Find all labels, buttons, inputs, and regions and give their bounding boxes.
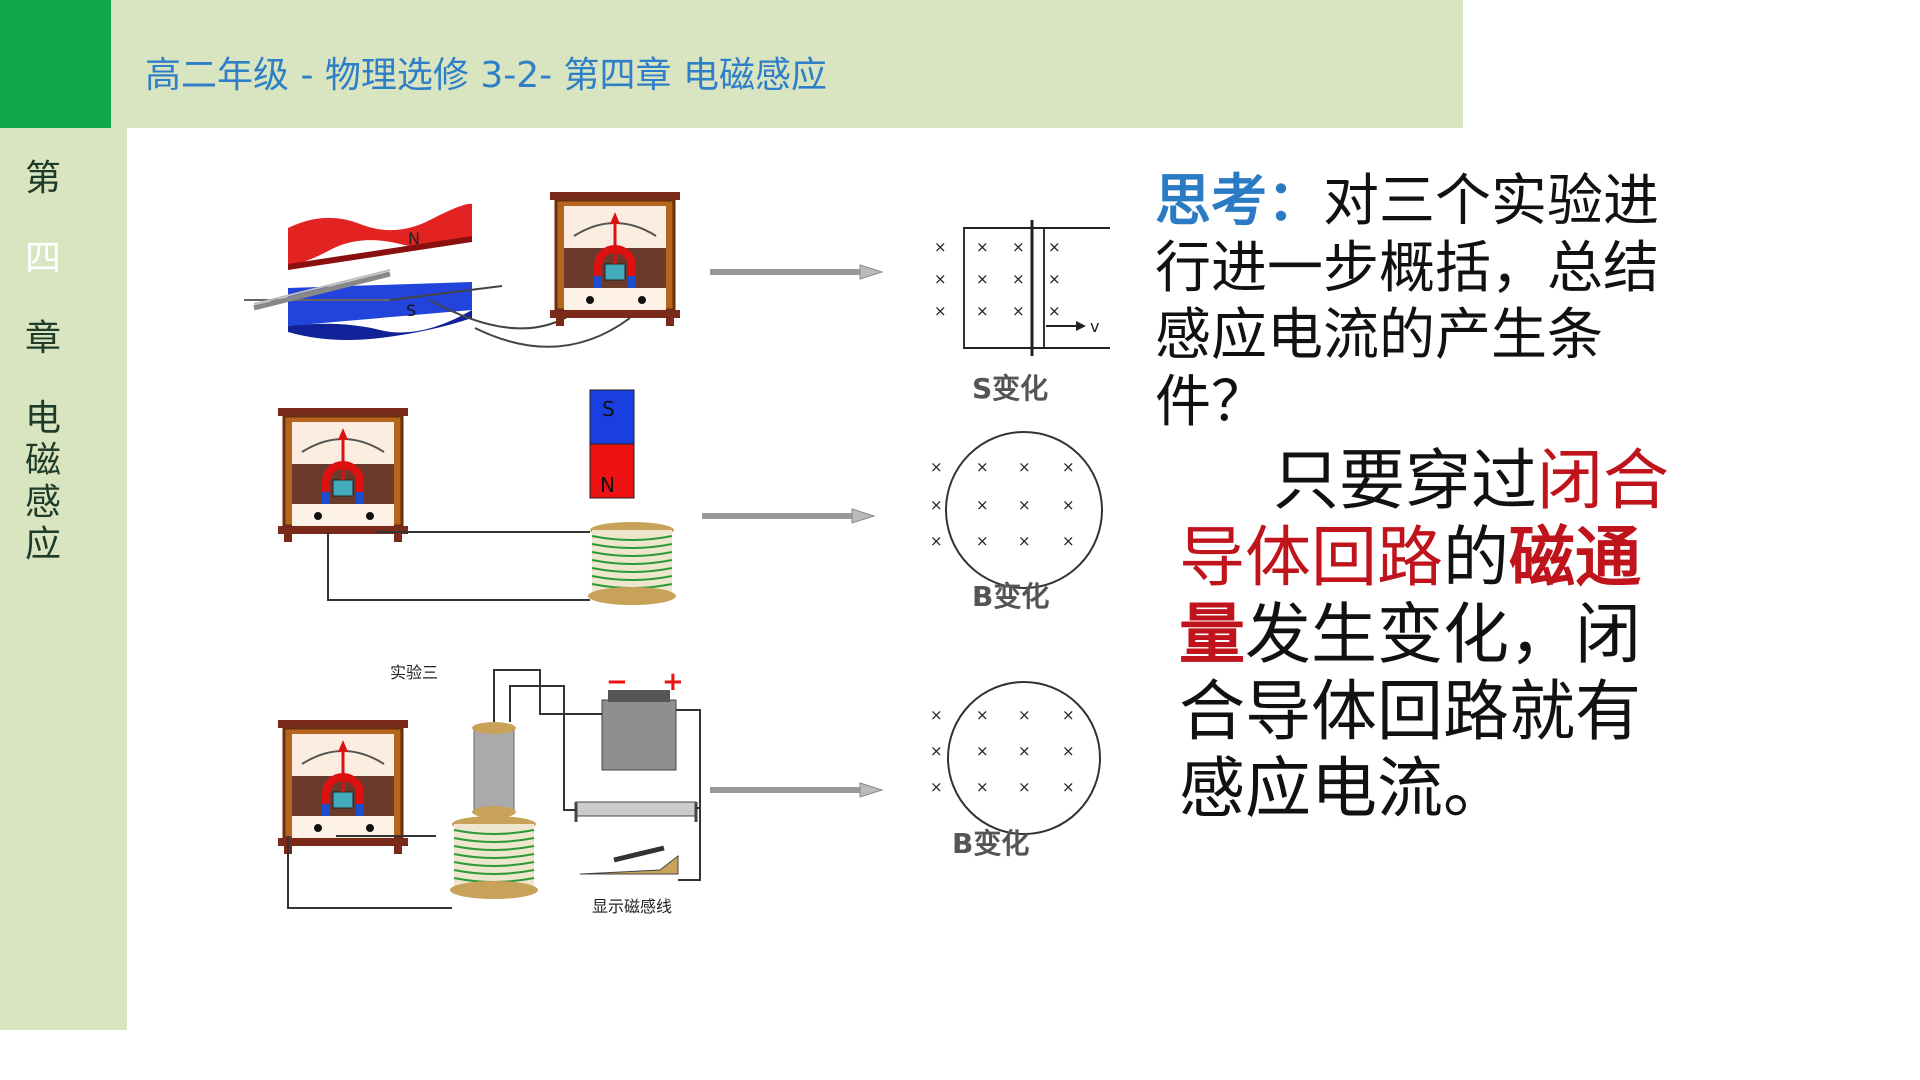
text-panel: 思考：对三个实验进行进一步概括，总结感应电流的产生条件？ 只要穿过闭合导体回路的… bbox=[1155, 168, 1695, 827]
cross-mark: × bbox=[1062, 742, 1075, 760]
cross-mark: × bbox=[1062, 496, 1075, 514]
cross-mark: × bbox=[1012, 302, 1025, 320]
cross-mark: × bbox=[1012, 238, 1025, 256]
experiment-1: N S bbox=[244, 192, 680, 348]
cross-mark: × bbox=[1048, 302, 1061, 320]
cross-mark: × bbox=[976, 458, 989, 476]
magnet-north-label: N bbox=[408, 229, 420, 248]
conclusion-magnetic-flux: 磁通量 bbox=[1179, 519, 1641, 673]
chapter-label: 第 四 章 电 磁 感 应 bbox=[18, 158, 68, 566]
cross-mark: × bbox=[930, 458, 943, 476]
cross-mark: × bbox=[1018, 742, 1031, 760]
conclusion: 只要穿过闭合导体回路的磁通量发生变化，闭合导体回路就有感应电流。 bbox=[1179, 442, 1695, 827]
cross-mark: × bbox=[934, 270, 947, 288]
conclusion-closed-circuit: 闭合导体回路 bbox=[1179, 442, 1669, 596]
chapter-sidebar: 第 四 章 电 磁 感 应 bbox=[0, 128, 127, 1030]
cross-mark: × bbox=[1018, 496, 1031, 514]
cross-mark: × bbox=[1018, 706, 1031, 724]
cross-mark: × bbox=[930, 742, 943, 760]
cross-mark: × bbox=[976, 270, 989, 288]
cross-mark: × bbox=[930, 706, 943, 724]
page-title: 高二年级 - 物理选修 3-2- 第四章 电磁感应 bbox=[145, 55, 827, 96]
battery-plus: + bbox=[662, 667, 684, 697]
header-bar: 高二年级 - 物理选修 3-2- 第四章 电磁感应 bbox=[111, 0, 1463, 128]
b-change-label-2: B变化 bbox=[952, 827, 1029, 860]
think-text: 对三个实验进行进一步概括，总结感应电流的产生条件？ bbox=[1155, 169, 1659, 435]
battery-minus: − bbox=[606, 667, 628, 697]
diagram-b-change-2: × × × × × × × × × × × × B变化 bbox=[930, 681, 1101, 860]
cross-mark: × bbox=[1018, 778, 1031, 796]
chapter-char: 磁 bbox=[24, 440, 61, 481]
magnet-north-label: N bbox=[600, 473, 615, 497]
cross-mark: × bbox=[976, 496, 989, 514]
cross-mark: × bbox=[930, 496, 943, 514]
chapter-char: 第 bbox=[24, 158, 61, 199]
conclusion-part-1: 只要穿过 bbox=[1273, 442, 1537, 519]
magnet-south-label: S bbox=[602, 397, 615, 421]
chapter-char: 应 bbox=[24, 524, 61, 565]
cross-mark: × bbox=[976, 532, 989, 550]
diagram-b-change-1: × × × × × × × × × × × × B变化 bbox=[930, 431, 1103, 613]
velocity-label: v bbox=[1090, 317, 1099, 336]
cross-mark: × bbox=[1048, 238, 1061, 256]
cross-mark: × bbox=[930, 778, 943, 796]
cross-mark: × bbox=[934, 302, 947, 320]
experiment-2: S N bbox=[278, 389, 677, 606]
cross-mark: × bbox=[1018, 458, 1031, 476]
experiment-3-caption: 显示磁感线 bbox=[592, 897, 672, 916]
magnet-south-label: S bbox=[406, 301, 416, 320]
cross-mark: × bbox=[1018, 532, 1031, 550]
diagram-s-change: × × × × × × × × × × × × v S变化 bbox=[934, 220, 1110, 405]
experiment-3: 实验三 − + 显示磁感线 bbox=[278, 663, 701, 916]
cross-mark: × bbox=[976, 706, 989, 724]
think-question: 思考：对三个实验进行进一步概括，总结感应电流的产生条件？ bbox=[1155, 168, 1695, 436]
b-change-label-1: B变化 bbox=[972, 580, 1049, 613]
think-lead: 思考： bbox=[1155, 169, 1323, 234]
cross-mark: × bbox=[1062, 778, 1075, 796]
chapter-char: 四 bbox=[24, 238, 61, 279]
cross-mark: × bbox=[1048, 270, 1061, 288]
experiment-figure: N S × × × × × × × × × × × × bbox=[244, 180, 1110, 916]
chapter-char: 感 bbox=[24, 482, 61, 523]
cross-mark: × bbox=[934, 238, 947, 256]
experiment-3-title: 实验三 bbox=[390, 663, 438, 682]
cross-mark: × bbox=[976, 302, 989, 320]
cross-mark: × bbox=[1062, 458, 1075, 476]
chapter-char: 章 bbox=[24, 318, 61, 359]
cross-mark: × bbox=[1012, 270, 1025, 288]
conclusion-part-3: 的 bbox=[1443, 519, 1509, 596]
cross-mark: × bbox=[976, 778, 989, 796]
cross-mark: × bbox=[976, 742, 989, 760]
cross-mark: × bbox=[1062, 532, 1075, 550]
conclusion-part-5: 发生变化，闭合导体回路就有感应电流。 bbox=[1179, 596, 1641, 827]
chapter-char: 电 bbox=[24, 398, 61, 439]
cross-mark: × bbox=[976, 238, 989, 256]
s-change-label: S变化 bbox=[972, 372, 1048, 405]
cross-mark: × bbox=[1062, 706, 1075, 724]
cross-mark: × bbox=[930, 532, 943, 550]
header-corner-block bbox=[0, 0, 111, 128]
